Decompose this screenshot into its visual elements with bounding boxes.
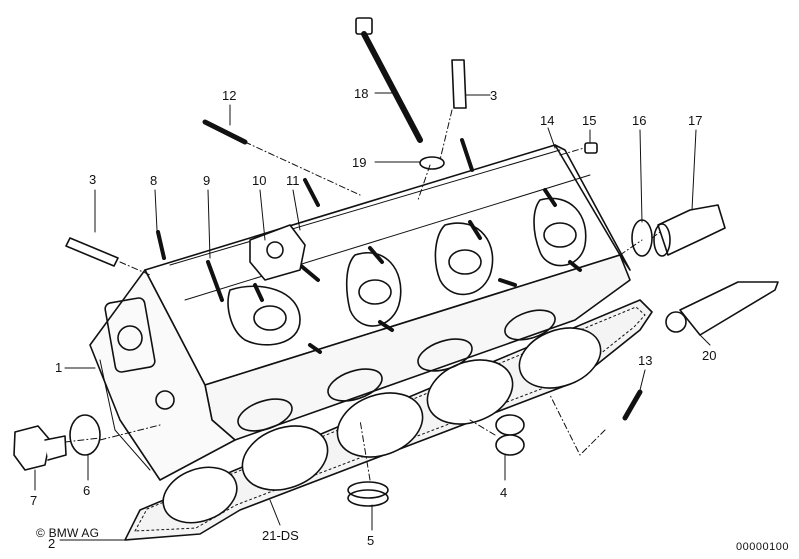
- dowel-sleeve-left: [65, 237, 119, 267]
- callout-21-ds: 21-DS: [262, 528, 299, 543]
- document-number: 00000100: [736, 541, 789, 553]
- cylinder-head: [89, 138, 631, 481]
- wedge-20: [665, 281, 779, 336]
- callout-11: 11: [286, 173, 300, 188]
- callout-3-left: 3: [89, 172, 96, 187]
- callout-13: 13: [638, 353, 652, 368]
- callout-5: 5: [367, 533, 374, 548]
- callout-14: 14: [540, 113, 554, 128]
- callout-2: 2: [48, 536, 55, 551]
- head-bolt: [355, 17, 423, 143]
- callout-7: 7: [30, 493, 37, 508]
- callout-15: 15: [582, 113, 596, 128]
- callout-labels: 1 2 3 3 4 5 6 7 8 9 10 11 12 13 14 15 16…: [30, 86, 716, 551]
- washer-19: [419, 156, 445, 170]
- seal-ring-5: [347, 481, 389, 507]
- seal-ring-4: [495, 414, 525, 456]
- stud-13: [622, 389, 643, 421]
- callout-8: 8: [150, 173, 157, 188]
- plug-15: [584, 142, 598, 154]
- callout-20: 20: [702, 348, 716, 363]
- cylinder-head-gasket: [124, 299, 653, 541]
- callout-4: 4: [500, 485, 507, 500]
- callout-16: 16: [632, 113, 646, 128]
- screw-plug-7: [13, 425, 67, 471]
- coolant-pipe-17: [653, 204, 726, 257]
- gasket-ring-6: [69, 414, 101, 456]
- sealing-ring-16: [631, 219, 653, 257]
- callout-17: 17: [688, 113, 702, 128]
- callout-19: 19: [352, 155, 366, 170]
- callout-9: 9: [203, 173, 210, 188]
- dowel-sleeve-right: [451, 59, 467, 109]
- callout-1: 1: [55, 360, 62, 375]
- leader-lines: [34, 92, 711, 541]
- copyright-notice: © BMW AG: [36, 526, 100, 540]
- callout-6: 6: [83, 483, 90, 498]
- callout-10: 10: [252, 173, 266, 188]
- stud-12: [202, 119, 248, 145]
- alignment-lines: [64, 109, 661, 481]
- callout-18: 18: [354, 86, 368, 101]
- callout-3-right: 3: [490, 88, 497, 103]
- callout-12: 12: [222, 88, 236, 103]
